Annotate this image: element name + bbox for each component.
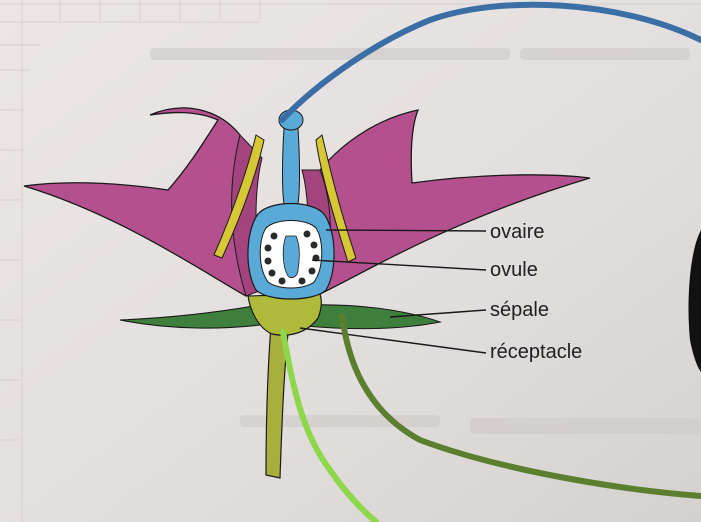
label-receptacle: réceptacle (490, 341, 582, 363)
label-ovaire: ovaire (490, 221, 544, 243)
ovule (278, 277, 286, 285)
leader-ovaire (326, 230, 486, 231)
ovule (298, 277, 306, 285)
ovule (264, 257, 272, 265)
label-ovule: ovule (490, 259, 538, 281)
ovule (310, 241, 318, 249)
label-sepale: sépale (490, 299, 549, 321)
ovule (268, 269, 276, 277)
ovule (264, 244, 272, 252)
ovary-center (283, 236, 299, 278)
ovule (303, 230, 311, 238)
ovule (270, 232, 278, 240)
pistil-style (283, 128, 300, 204)
ovule (308, 267, 316, 275)
